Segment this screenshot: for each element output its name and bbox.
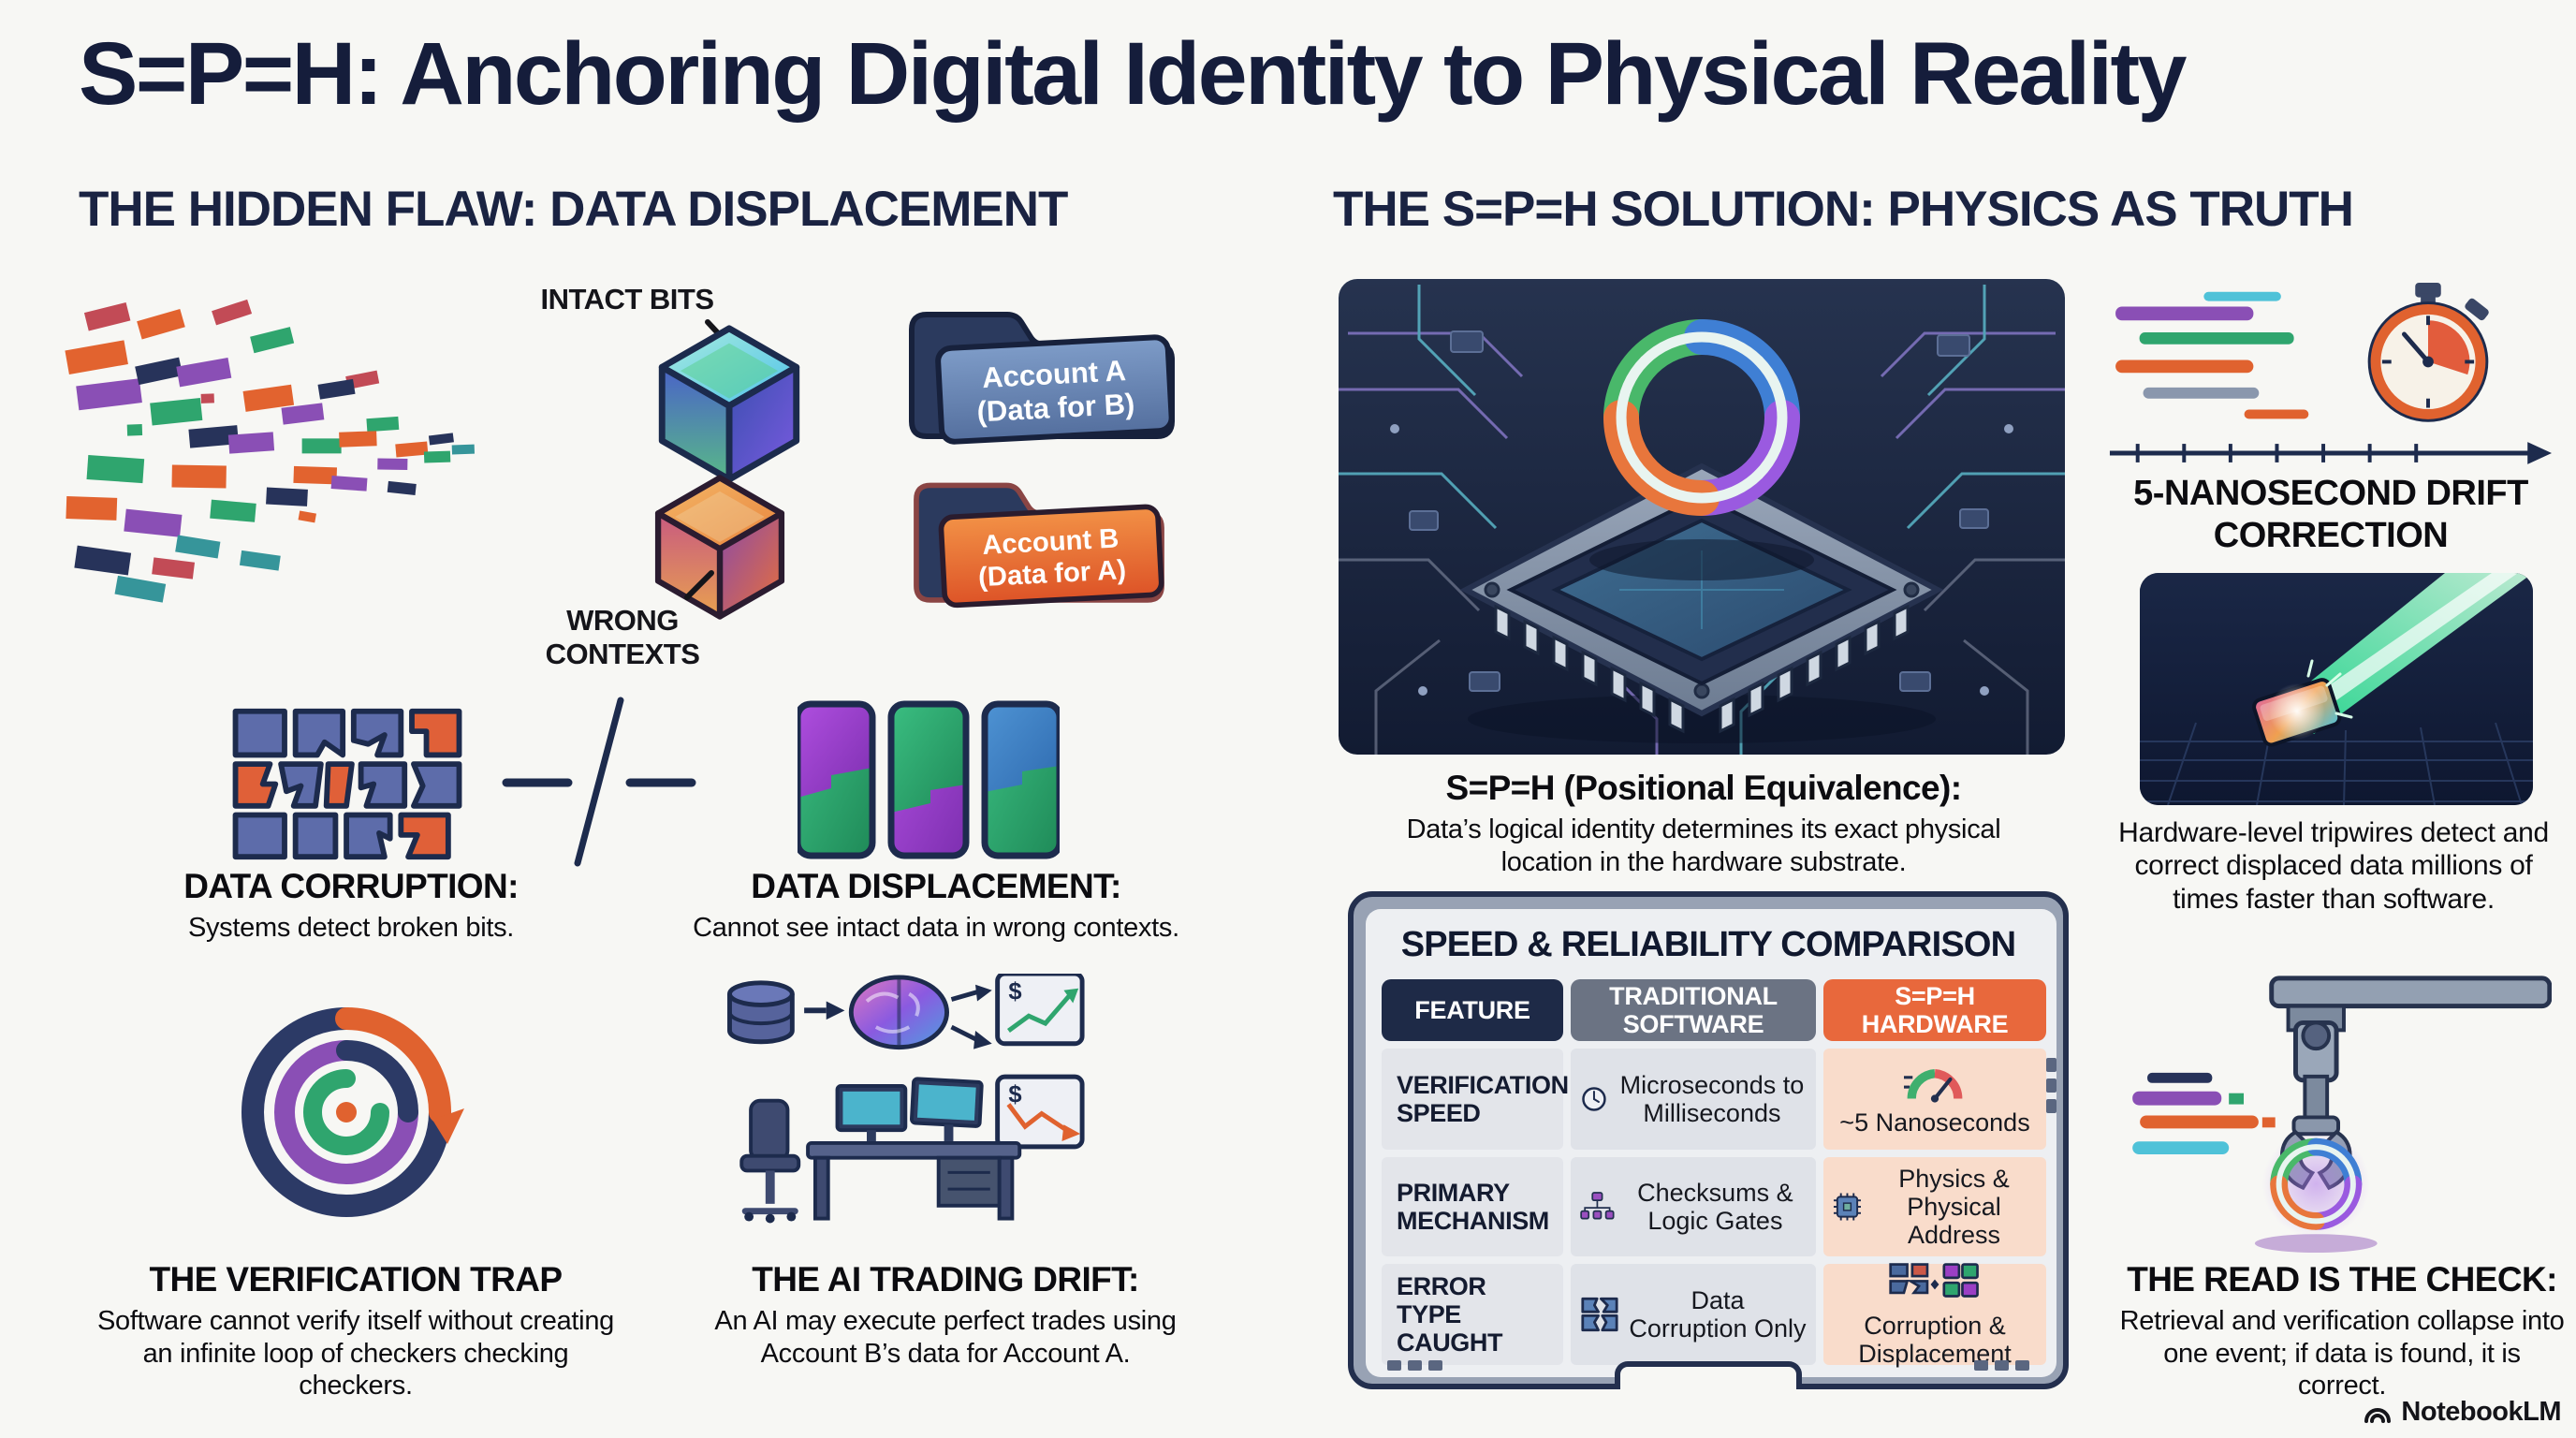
tripwires-caption: Hardware-level tripwires detect and corr… — [2114, 816, 2554, 916]
data-displacement-body: Cannot see intact data in wrong contexts… — [693, 913, 1179, 944]
bitstream-graphic — [65, 299, 476, 603]
flaw-section-header: THE HIDDEN FLAW: DATA DISPLACEMENT — [79, 182, 1068, 237]
tripwire-laser-graphic — [2140, 573, 2533, 805]
svg-text:$: $ — [1008, 979, 1021, 1005]
verification-trap-spiral-graphic — [242, 1007, 464, 1217]
verification-trap-title: THE VERIFICATION TRAP — [149, 1260, 564, 1299]
intact-bits-label: INTACT BITS — [540, 283, 714, 315]
data-corruption-body: Systems detect broken bits. — [187, 913, 515, 944]
table-col-header-traditional: TRADITIONAL SOFTWARE — [1571, 979, 1816, 1041]
page-title: S=P=H: Anchoring Digital Identity to Phy… — [79, 24, 2188, 124]
table-row3-sph: Corruption & Displacement — [1823, 1262, 2046, 1368]
folder-b-name: Account B — [982, 523, 1120, 561]
wrong-contexts-label: WRONG CONTEXTS — [545, 604, 700, 670]
table-row1-traditional-text: Microseconds to Milliseconds — [1619, 1070, 1805, 1127]
data-displacement-caption: DATA DISPLACEMENT: Cannot see intact dat… — [665, 866, 1208, 945]
table-row1-sph: ~5 Nanoseconds — [1823, 1049, 2046, 1150]
gauge-icon — [1904, 1068, 1963, 1103]
retrieved-knot-logo — [2270, 1137, 2363, 1230]
table-row2-traditional: Checksums & Logic Gates — [1571, 1157, 1816, 1256]
table-row2-feature: PRIMARY MECHANISM — [1382, 1157, 1563, 1256]
table-col-header-sph: S=P=H HARDWARE — [1823, 979, 2046, 1041]
table-row1-feature: VERIFICATION SPEED — [1382, 1049, 1569, 1150]
notebooklm-watermark: NotebookLM — [2362, 1397, 2561, 1428]
table-row2-traditional-text: Checksums & Logic Gates — [1637, 1178, 1793, 1235]
table-row3-traditional: Data Corruption Only — [1571, 1264, 1816, 1365]
hierarchy-icon — [1580, 1192, 1615, 1220]
table-row3-traditional-text: Data Corruption Only — [1629, 1285, 1807, 1343]
folder-account-a: Account A (Data for B) — [909, 312, 1175, 445]
verification-trap-caption: THE VERIFICATION TRAP Software cannot ve… — [89, 1259, 622, 1401]
table-row3-feature: ERROR TYPE CAUGHT — [1382, 1264, 1563, 1365]
drift-correction-label: 5-NANOSECOND DRIFT CORRECTION — [2133, 474, 2528, 555]
comparison-table: SPEED & RELIABILITY COMPARISON FEATURE T… — [1348, 891, 2069, 1389]
table-frame-vents-bottom-left — [1387, 1360, 1442, 1371]
positional-equivalence-title: S=P=H (Positional Equivalence): — [1445, 769, 1963, 807]
table-row1-traditional: Microseconds to Milliseconds — [1571, 1049, 1816, 1150]
table-row2-sph: Physics & Physical Address — [1823, 1157, 2046, 1256]
sph-knot-logo — [1603, 319, 1800, 516]
positional-equivalence-body: Data’s logical identity determines its e… — [1406, 814, 2001, 877]
notebooklm-icon — [2364, 1407, 2392, 1423]
ai-drift-body: An AI may execute perfect trades using A… — [714, 1306, 1177, 1369]
not-equal-symbol — [502, 697, 696, 867]
drift-timeline-graphic — [2109, 442, 2553, 464]
folder-account-b: Account B (Data for A) — [914, 482, 1164, 609]
read-check-title: THE READ IS THE CHECK: — [2127, 1260, 2557, 1299]
table-row1-sph-text: ~5 Nanoseconds — [1839, 1108, 2030, 1137]
corruption-displacement-icon — [1889, 1262, 1979, 1298]
folder-a-name: Account A — [981, 354, 1126, 394]
tripwires-caption-text: Hardware-level tripwires detect and corr… — [2118, 817, 2549, 915]
robot-arm-graphic — [2132, 976, 2552, 1254]
stopwatch-speed-graphic — [2115, 282, 2489, 422]
table-row2-sph-text: Physics & Physical Address — [1898, 1164, 2010, 1250]
wrong-contexts-pointer — [684, 570, 714, 600]
tripwire-laser-panel — [2140, 573, 2533, 805]
chip-icon — [1833, 1193, 1862, 1221]
positional-equivalence-caption: S=P=H (Positional Equivalence): Data’s l… — [1381, 768, 2027, 878]
solution-section-header: THE S=P=H SOLUTION: PHYSICS AS TRUTH — [1333, 182, 2354, 237]
table-frame-notch — [1615, 1361, 1802, 1389]
data-corruption-title: DATA CORRUPTION: — [183, 867, 519, 905]
sph-chip-illustration — [1339, 279, 2065, 755]
read-check-caption: THE READ IS THE CHECK: Retrieval and ver… — [2117, 1259, 2567, 1401]
data-displacement-title: DATA DISPLACEMENT: — [751, 867, 1121, 905]
notebooklm-label: NotebookLM — [2401, 1397, 2561, 1427]
data-corruption-caption: DATA CORRUPTION: Systems detect broken b… — [126, 866, 576, 945]
displaced-tiles-graphic — [798, 700, 1060, 859]
read-check-body: Retrieval and verification collapse into… — [2119, 1306, 2565, 1401]
comparison-table-title: SPEED & RELIABILITY COMPARISON — [1400, 925, 2016, 964]
ai-drift-caption: THE AI TRADING DRIFT: An AI may execute … — [679, 1259, 1212, 1370]
wrong-context-cube-icon — [654, 475, 785, 620]
ai-trading-graphic: $ $ — [727, 974, 1085, 1224]
ai-drift-title: THE AI TRADING DRIFT: — [752, 1260, 1139, 1299]
table-frame-vents-right — [2046, 1058, 2056, 1113]
clock-icon — [1582, 1087, 1606, 1111]
svg-text:$: $ — [1008, 1082, 1021, 1108]
intact-cube-icon — [658, 325, 800, 483]
broken-mosaic-graphic — [232, 708, 462, 860]
table-frame-vents-bottom-right — [1974, 1360, 2029, 1371]
verification-trap-body: Software cannot verify itself without cr… — [97, 1306, 614, 1401]
table-col-header-feature: FEATURE — [1382, 979, 1563, 1041]
broken-blocks-icon — [1581, 1297, 1618, 1332]
